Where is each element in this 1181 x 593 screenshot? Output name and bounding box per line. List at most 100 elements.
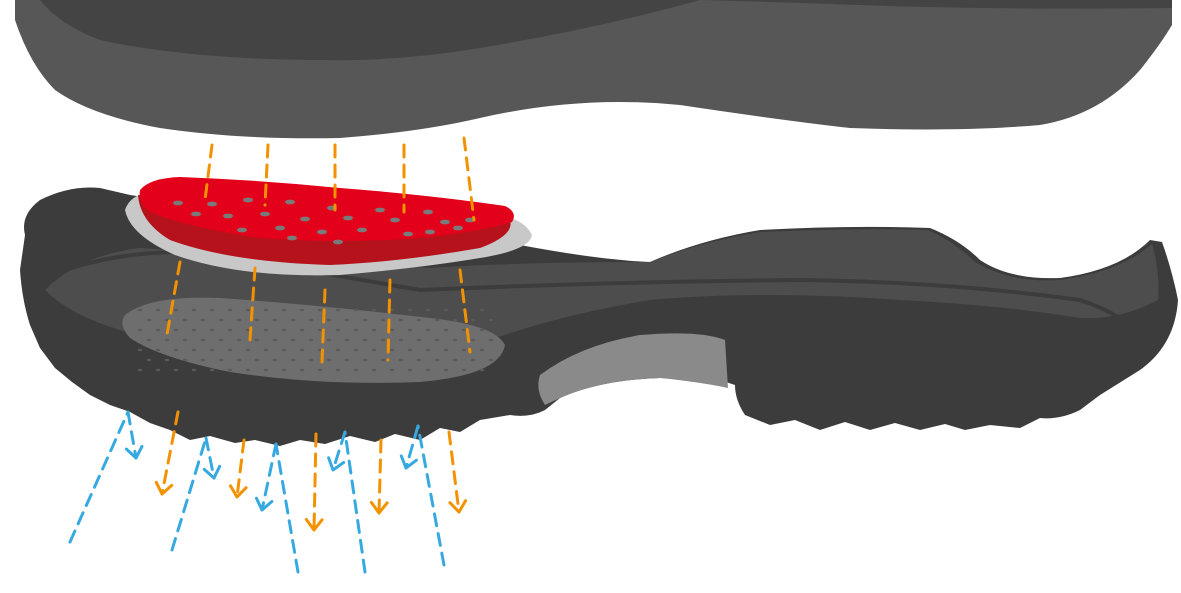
cavity-hole [416, 358, 422, 362]
membrane-red-top [139, 177, 514, 241]
cavity-hole [272, 318, 278, 322]
cavity-hole [317, 328, 323, 332]
air-arrow-head [202, 464, 222, 480]
cavity-hole [209, 368, 215, 372]
membrane-hole [275, 225, 285, 231]
cavity-hole [308, 338, 314, 342]
cavity-hole [326, 358, 332, 362]
cavity-hole [281, 368, 287, 372]
cavity-hole [200, 338, 206, 342]
membrane-hole [453, 225, 463, 231]
cavity-hole [425, 328, 431, 332]
membrane-hole [390, 217, 400, 223]
cavity-hole [227, 368, 233, 372]
cavity-hole [263, 328, 269, 332]
cavity-hole [227, 328, 233, 332]
cavity-hole [353, 328, 359, 332]
membrane-hole [223, 213, 233, 219]
cavity-hole [254, 338, 260, 342]
cavity-hole [353, 348, 359, 352]
cavity-hole [479, 328, 485, 332]
cavity-hole [434, 358, 440, 362]
vapor-arrow-upper-segment [263, 143, 270, 207]
vapor-arrow-mid-segment [320, 288, 327, 364]
vapor-arrow-mid-segment [386, 278, 392, 362]
membrane-hole [317, 229, 327, 235]
air-arrow-inflow [68, 410, 130, 544]
cavity-hole [488, 358, 494, 362]
cavity-hole [443, 328, 449, 332]
upper-sole-heel-shade [700, 0, 1172, 9]
cavity-hole [308, 318, 314, 322]
cavity-hole [290, 358, 296, 362]
air-arrow-head [124, 444, 144, 460]
membrane-hole [191, 211, 201, 217]
vapor-arrow-shaft [447, 430, 461, 514]
cavity-hole [137, 368, 143, 372]
vapor-arrow-head [448, 499, 468, 514]
cavity-hole [245, 328, 251, 332]
cavity-hole [317, 368, 323, 372]
cavity-hole [263, 348, 269, 352]
cavity-hole [299, 328, 305, 332]
vapor-arrow-shaft [312, 432, 318, 532]
cavity-hole [353, 368, 359, 372]
cavity-hole [335, 368, 341, 372]
cavity-hole [236, 318, 242, 322]
cavity-hole [227, 348, 233, 352]
cavity-hole [164, 358, 170, 362]
vapor-arrow-shaft [235, 438, 246, 499]
cavity-hole [335, 328, 341, 332]
cavity-hole [425, 348, 431, 352]
cavity-hole [290, 338, 296, 342]
cavity-hole [137, 348, 143, 352]
membrane-hole [237, 227, 247, 233]
cavity-hole [389, 348, 395, 352]
cavity-hole [398, 338, 404, 342]
cavity-hole [281, 308, 287, 312]
air-arrow-head [327, 456, 346, 472]
cavity-hole [245, 348, 251, 352]
cavity-hole [344, 318, 350, 322]
vapor-arrow-shaft [160, 410, 180, 496]
cavity-hole [254, 358, 260, 362]
upper-sole-dark-shade [40, 0, 700, 61]
air-arrow-shaft [126, 410, 138, 460]
cavity-hole [380, 338, 386, 342]
cavity-hole [209, 348, 215, 352]
cavity-hole [200, 318, 206, 322]
vapor-out-arrows [154, 136, 476, 532]
membrane-hole [440, 219, 450, 225]
cavity-hole [137, 328, 143, 332]
cavity-hole [443, 368, 449, 372]
cavity-hole [299, 308, 305, 312]
cavity-hole [335, 308, 341, 312]
cavity-hole [389, 368, 395, 372]
cavity-hole [236, 338, 242, 342]
air-arrow-shaft [404, 424, 420, 470]
membrane-hole [300, 216, 310, 222]
vapor-arrow-head [228, 484, 248, 499]
cavity-hole [452, 338, 458, 342]
cavity-hole [308, 358, 314, 362]
cavity-hole [155, 348, 161, 352]
cavity-hole [371, 368, 377, 372]
cavity-hole [479, 368, 485, 372]
cavity-hole [218, 338, 224, 342]
cavity-hole [380, 318, 386, 322]
membrane-hole [425, 229, 435, 235]
cavity-hole [218, 358, 224, 362]
cavity-hole [380, 358, 386, 362]
cavity-hole [200, 358, 206, 362]
cavity-hole [191, 348, 197, 352]
vapor-arrow-mid-segment [458, 268, 472, 354]
membrane-hole [333, 239, 343, 245]
cavity-hole [299, 368, 305, 372]
cavity-hole [191, 368, 197, 372]
cavity-hole [236, 358, 242, 362]
cavity-hole [173, 328, 179, 332]
cavity-hole [452, 318, 458, 322]
cavity-hole [362, 358, 368, 362]
membrane-hole [403, 231, 413, 237]
